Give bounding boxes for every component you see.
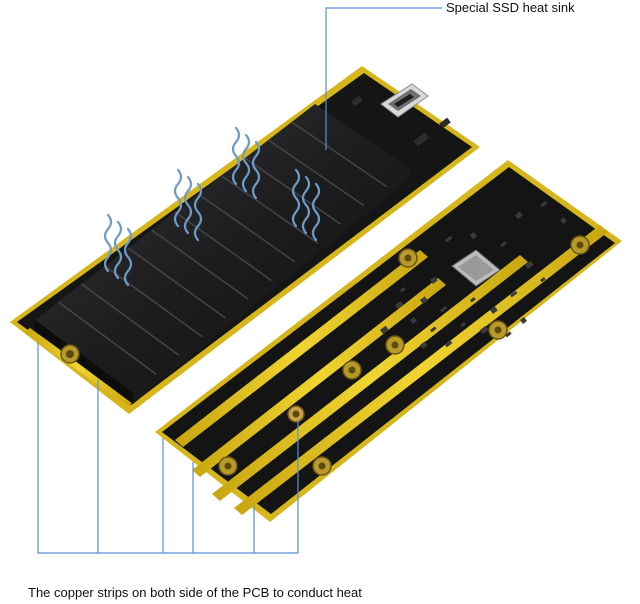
copper-strip (234, 225, 608, 515)
heat-sink (35, 104, 410, 404)
mounting-screw-icon (398, 248, 418, 268)
mounting-screw-icon (312, 456, 332, 476)
mounting-screw-icon (342, 360, 362, 380)
heat-sink-leader-line (325, 7, 442, 150)
component (505, 331, 512, 338)
component (460, 321, 466, 328)
heat-wave-icon (183, 175, 193, 235)
component (395, 300, 404, 309)
heat-sink-caption: Special SSD heat sink (446, 0, 575, 15)
mounting-screw-icon (385, 335, 405, 355)
heat-sink-fin (197, 193, 296, 263)
component (430, 276, 438, 284)
copper-strip-leader-line (37, 342, 298, 554)
heat-sink-fin (267, 139, 365, 207)
mounting-screw-icon (488, 320, 508, 340)
component (540, 276, 546, 283)
copper-strip (212, 255, 528, 501)
component (470, 296, 476, 303)
mounting-screw-icon (570, 235, 590, 255)
heat-wave-icon (241, 133, 251, 193)
component (540, 200, 548, 208)
component (515, 211, 523, 219)
chip-icon (413, 132, 429, 147)
component (420, 296, 428, 304)
component (470, 231, 478, 239)
heat-sink-fin (151, 229, 249, 300)
usb-c-port-icon (380, 83, 429, 118)
copper-strip (175, 250, 428, 447)
heat-sink-fin (104, 265, 203, 338)
heat-sink-fin (57, 301, 157, 375)
heat-wave-icon (123, 227, 133, 287)
component (509, 290, 518, 298)
heat-sink-fin (174, 211, 272, 282)
heat-wave-icon (301, 175, 311, 235)
heat-wave-icon (291, 168, 301, 228)
leader-lines (37, 7, 442, 554)
heat-wave-icon (113, 220, 123, 280)
heat-sink-fin (291, 121, 388, 188)
copper-strip (192, 278, 446, 477)
component (500, 241, 507, 248)
heat-sink-fin (127, 247, 226, 319)
heat-sink-fin (81, 283, 180, 357)
copper-strip (24, 328, 133, 406)
mounting-screw-icon (287, 405, 305, 423)
component (444, 235, 453, 243)
mounting-screw-icon (218, 456, 238, 476)
component (430, 326, 437, 333)
component (520, 316, 528, 324)
component (524, 260, 534, 269)
mounting-screw-icon (60, 344, 80, 364)
component (560, 216, 568, 224)
heat-sink-fin (221, 175, 319, 244)
component (399, 286, 406, 293)
heat-wave-icon (193, 182, 203, 242)
component (490, 306, 498, 314)
heat-wave-icon (103, 213, 113, 273)
component (420, 341, 428, 349)
component (380, 325, 389, 334)
component (480, 325, 489, 334)
component (410, 316, 418, 324)
heat-wave-icon (231, 126, 241, 186)
copper-strips-caption: The copper strips on both side of the PC… (28, 585, 362, 600)
chip-icon (451, 249, 501, 287)
heat-wave-icon (251, 140, 261, 200)
heat-wave-icon (173, 168, 183, 228)
component (440, 305, 448, 313)
heat-wave-icon (311, 182, 321, 242)
right-pcb-board (155, 160, 622, 522)
component (444, 340, 453, 348)
